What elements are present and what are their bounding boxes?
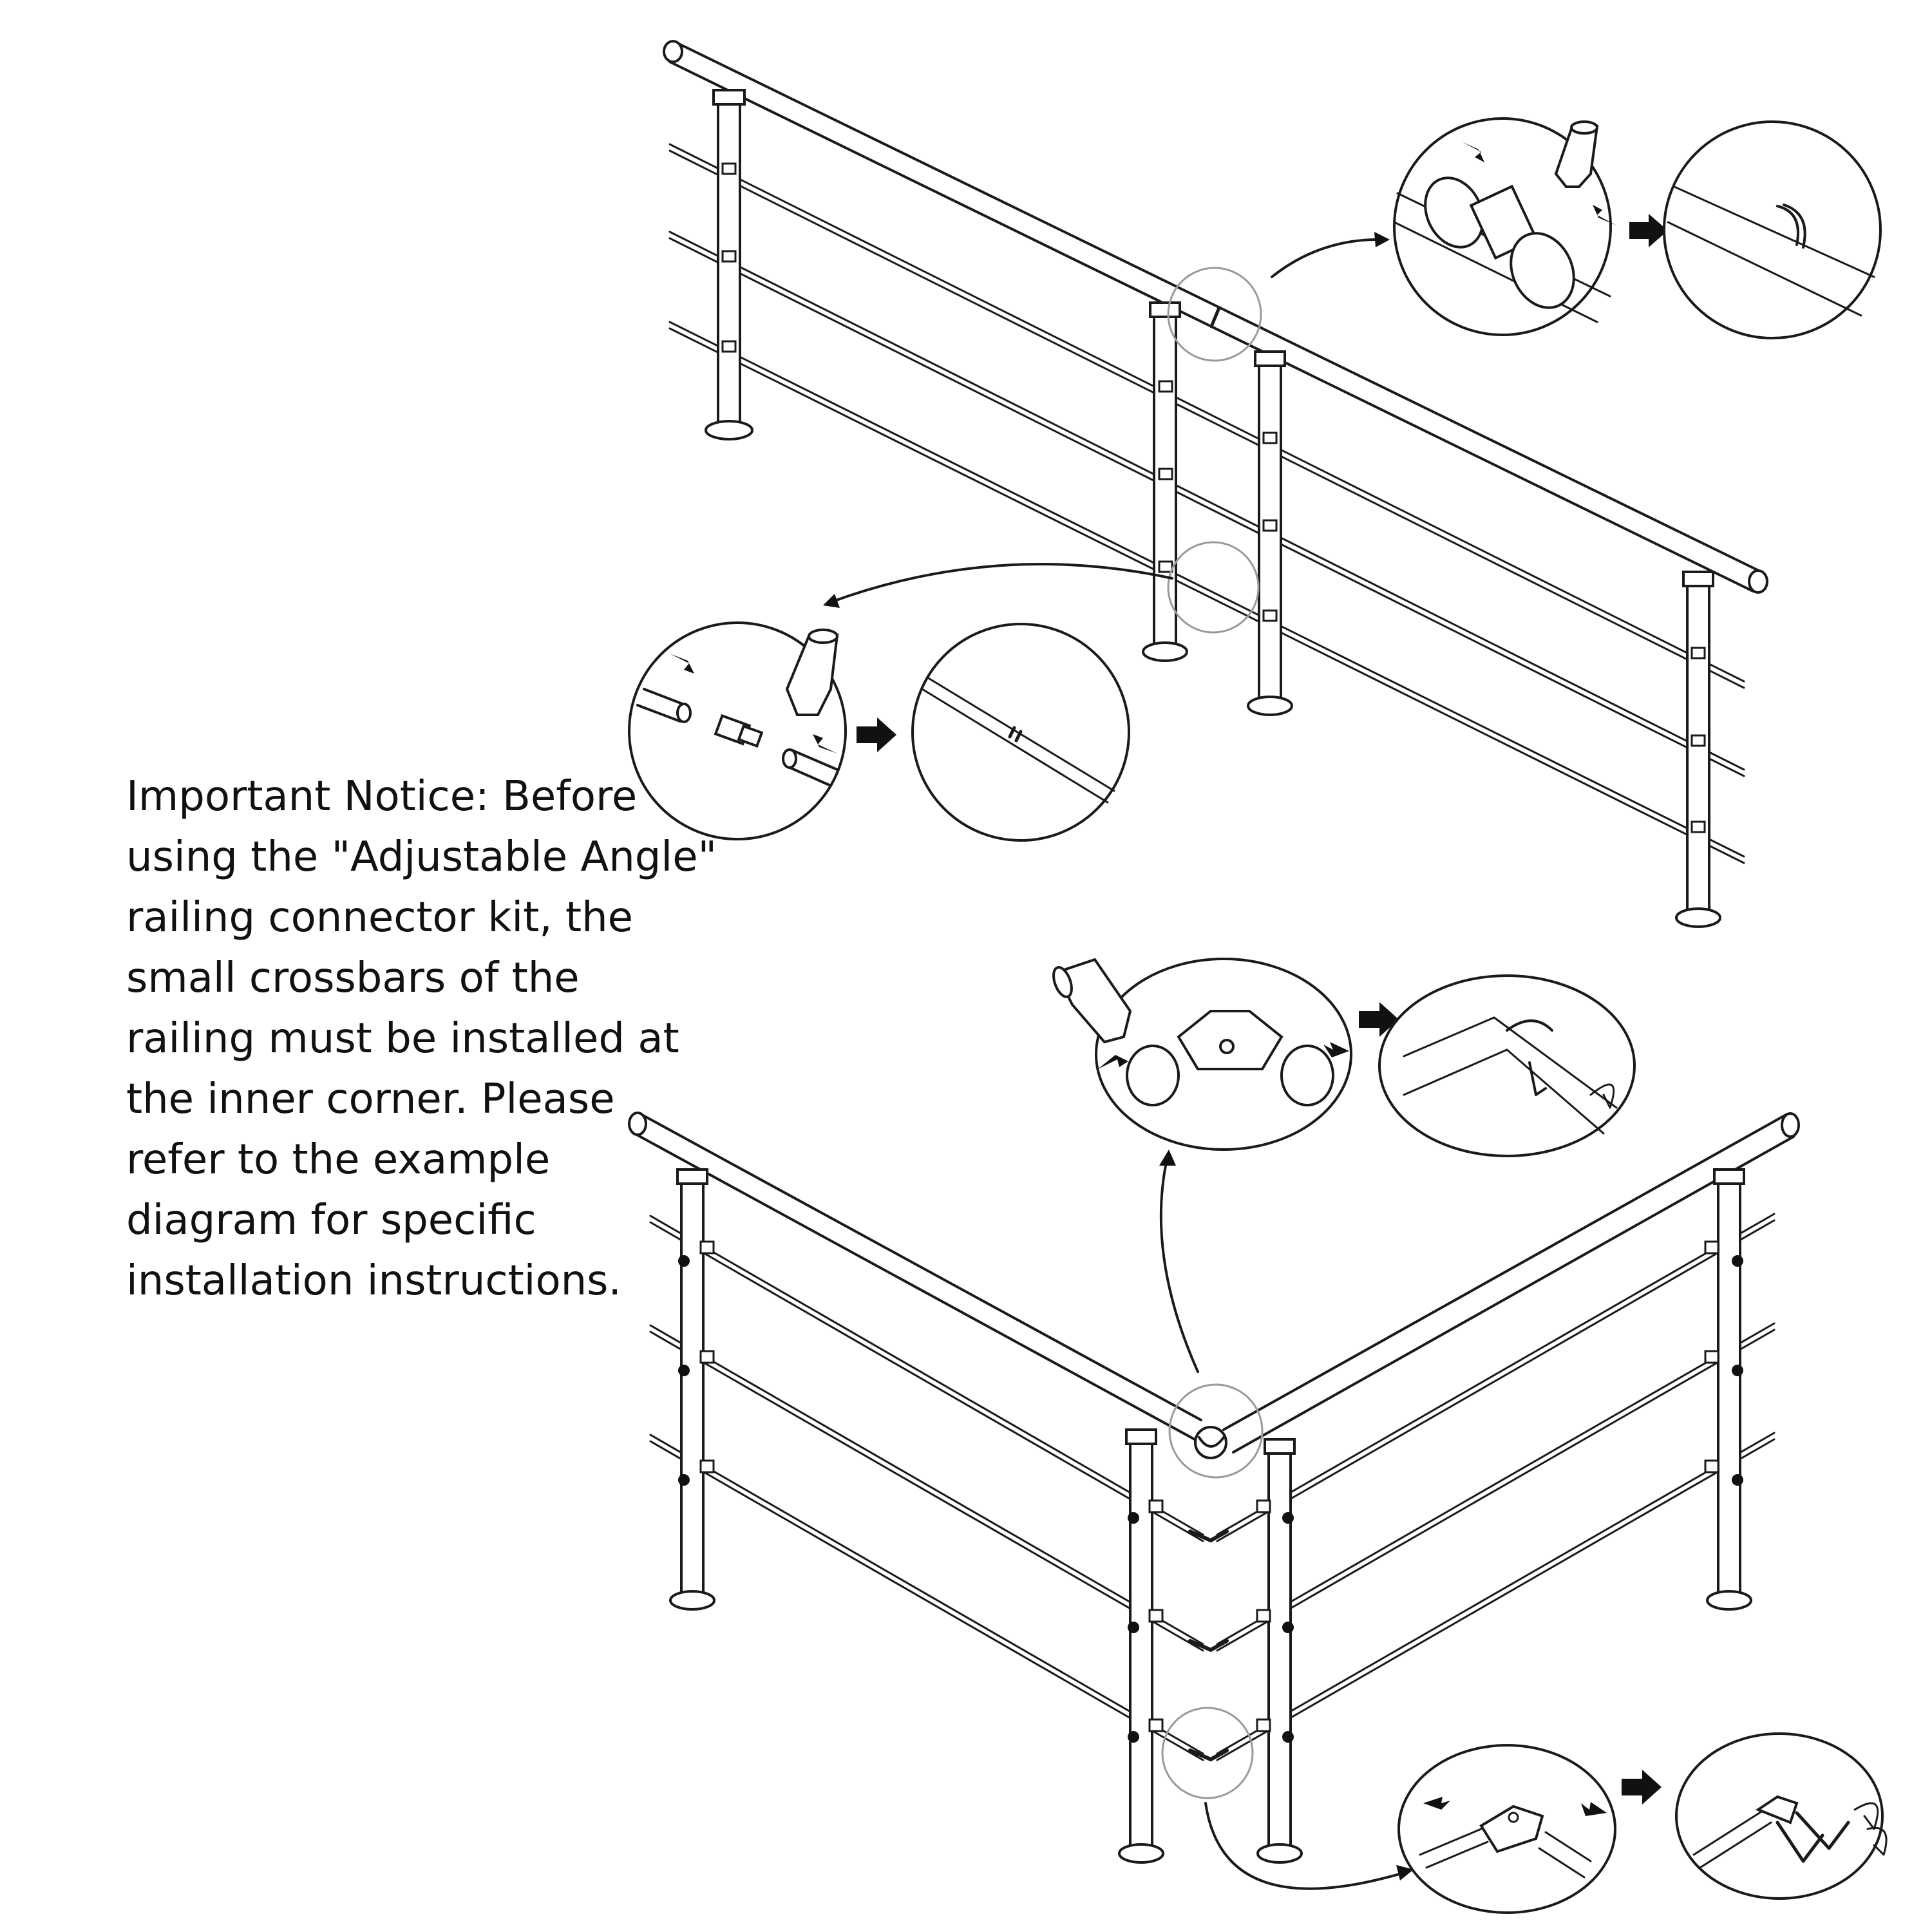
glue-tube-icon	[1052, 958, 1132, 1044]
arrow-right-icon	[1622, 1770, 1662, 1804]
corner-connector	[1194, 1426, 1227, 1459]
inner-corner-joints	[1188, 1530, 1229, 1761]
crossbar-corner-detail	[1397, 1744, 1616, 1914]
connector-icon	[714, 714, 764, 748]
post-2	[1142, 301, 1188, 662]
handrail	[663, 40, 1768, 594]
curved-arrow-icon	[823, 563, 1173, 608]
crossbar-joined-detail	[911, 623, 1130, 842]
glue-tube-icon	[785, 629, 839, 716]
glue-tube-icon	[1554, 120, 1599, 188]
handrail-connector-detail	[1393, 117, 1616, 336]
curved-arrow-icon	[1204, 1802, 1414, 1890]
corner-crossbar-ring	[1161, 1707, 1254, 1799]
corner-handrail-ring	[1168, 1383, 1264, 1479]
push-arrow-icon	[670, 654, 694, 674]
curved-arrow-icon	[1159, 1150, 1199, 1373]
crossbars-right	[1216, 1213, 1776, 1761]
corner-joined-detail	[1378, 974, 1636, 1157]
arrow-right-icon	[1359, 1002, 1399, 1037]
arrow-right-icon	[1629, 214, 1668, 247]
post-1	[705, 89, 753, 440]
post-4	[1675, 571, 1721, 928]
push-arrow-icon	[1593, 205, 1616, 225]
push-arrow-icon	[1423, 1797, 1450, 1810]
crossbar-connector-detail	[628, 621, 847, 840]
crossbars-left	[649, 1215, 1204, 1761]
straight-railing	[663, 40, 1768, 928]
push-arrow-icon	[1098, 1055, 1128, 1069]
handrail-joint-ring	[1167, 267, 1262, 362]
push-arrow-icon	[1462, 142, 1484, 162]
corner-connector-detail	[1052, 958, 1352, 1151]
corner-post-2	[1118, 1428, 1164, 1864]
curved-arrow-icon	[1271, 232, 1390, 278]
corner-post-1	[669, 1168, 715, 1611]
push-arrow-icon	[1323, 1042, 1349, 1057]
arrow-right-icon	[857, 717, 896, 752]
crossbar-joint-ring	[1167, 541, 1260, 634]
important-notice-text: Important Notice: Before using the "Adju…	[126, 773, 717, 1305]
corner-post-3	[1256, 1438, 1303, 1864]
handrail-left	[628, 1112, 1202, 1441]
post-3	[1247, 350, 1293, 716]
push-arrow-icon	[1581, 1802, 1607, 1816]
handrail-joined-detail	[1663, 120, 1882, 339]
push-arrow-icon	[813, 734, 837, 753]
crossbars	[668, 143, 1745, 864]
corner-post-4	[1704, 1168, 1752, 1611]
handrail-right	[1222, 1112, 1800, 1454]
corner-railing	[628, 1112, 1800, 1864]
crossbar-corner-joined-detail	[1675, 1732, 1888, 1900]
